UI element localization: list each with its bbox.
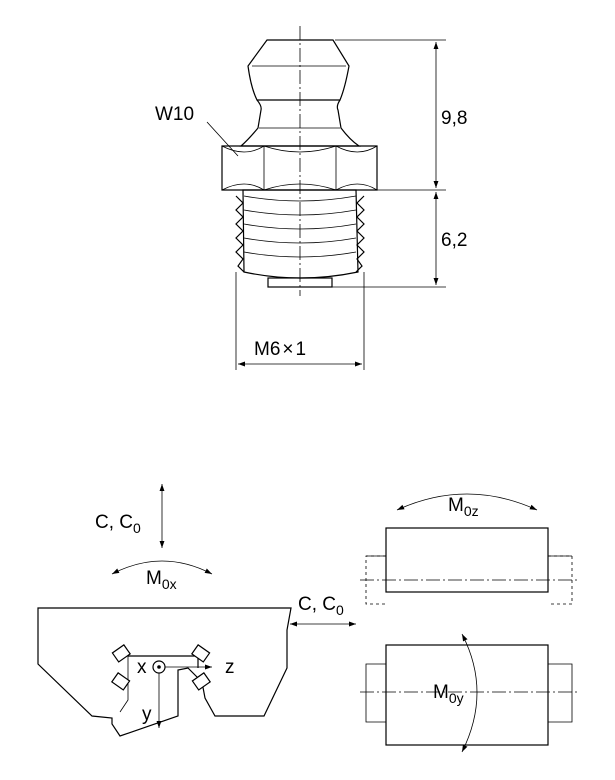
roller-top-left bbox=[111, 644, 132, 663]
carriage-top-view bbox=[360, 527, 578, 605]
axis-y-label: y bbox=[142, 704, 152, 725]
horizontal-load-label: C, C0 bbox=[298, 594, 344, 618]
wrench-size-label: W10 bbox=[155, 104, 194, 125]
carriage-outline bbox=[37, 607, 292, 737]
moment-m0z-label: M0z bbox=[448, 495, 479, 519]
hex-facet-left bbox=[221, 145, 265, 191]
nipple-hexagon bbox=[221, 145, 378, 191]
carriage-side-view bbox=[360, 644, 578, 746]
grease-nipple bbox=[221, 26, 378, 296]
carriage-rail-left bbox=[119, 656, 129, 713]
dim-head-height: 9,8 bbox=[441, 108, 467, 129]
carriage-section bbox=[37, 607, 292, 737]
side-view-rail-left bbox=[365, 663, 386, 723]
axis-z-label: z bbox=[225, 657, 235, 678]
moment-m0x-arrow bbox=[111, 560, 213, 575]
moment-m0x-label: M0x bbox=[146, 568, 177, 592]
nipple-ball-head bbox=[247, 39, 350, 101]
dimension-thread-diameter bbox=[235, 272, 365, 370]
dimension-heights bbox=[332, 39, 446, 288]
roller-bottom-left bbox=[110, 672, 131, 691]
moment-m0z-arrow bbox=[396, 493, 538, 511]
top-view-body bbox=[385, 527, 549, 593]
hex-facet-right bbox=[335, 145, 378, 191]
moment-m0y-arrow bbox=[461, 633, 478, 753]
w10-leader bbox=[206, 121, 239, 157]
thread-size-label: M6×1 bbox=[254, 339, 306, 360]
roller-bottom-right bbox=[191, 672, 212, 691]
moment-m0y-label: M0y bbox=[433, 682, 464, 706]
side-view-body bbox=[385, 644, 549, 746]
axis-x-label: x bbox=[137, 657, 147, 678]
axis-origin-dot bbox=[157, 665, 161, 669]
side-view-rail-right bbox=[548, 663, 573, 723]
roller-top-right bbox=[190, 644, 211, 663]
dim-thread-height: 6,2 bbox=[441, 230, 467, 251]
vertical-load-label: C, C0 bbox=[95, 512, 141, 536]
